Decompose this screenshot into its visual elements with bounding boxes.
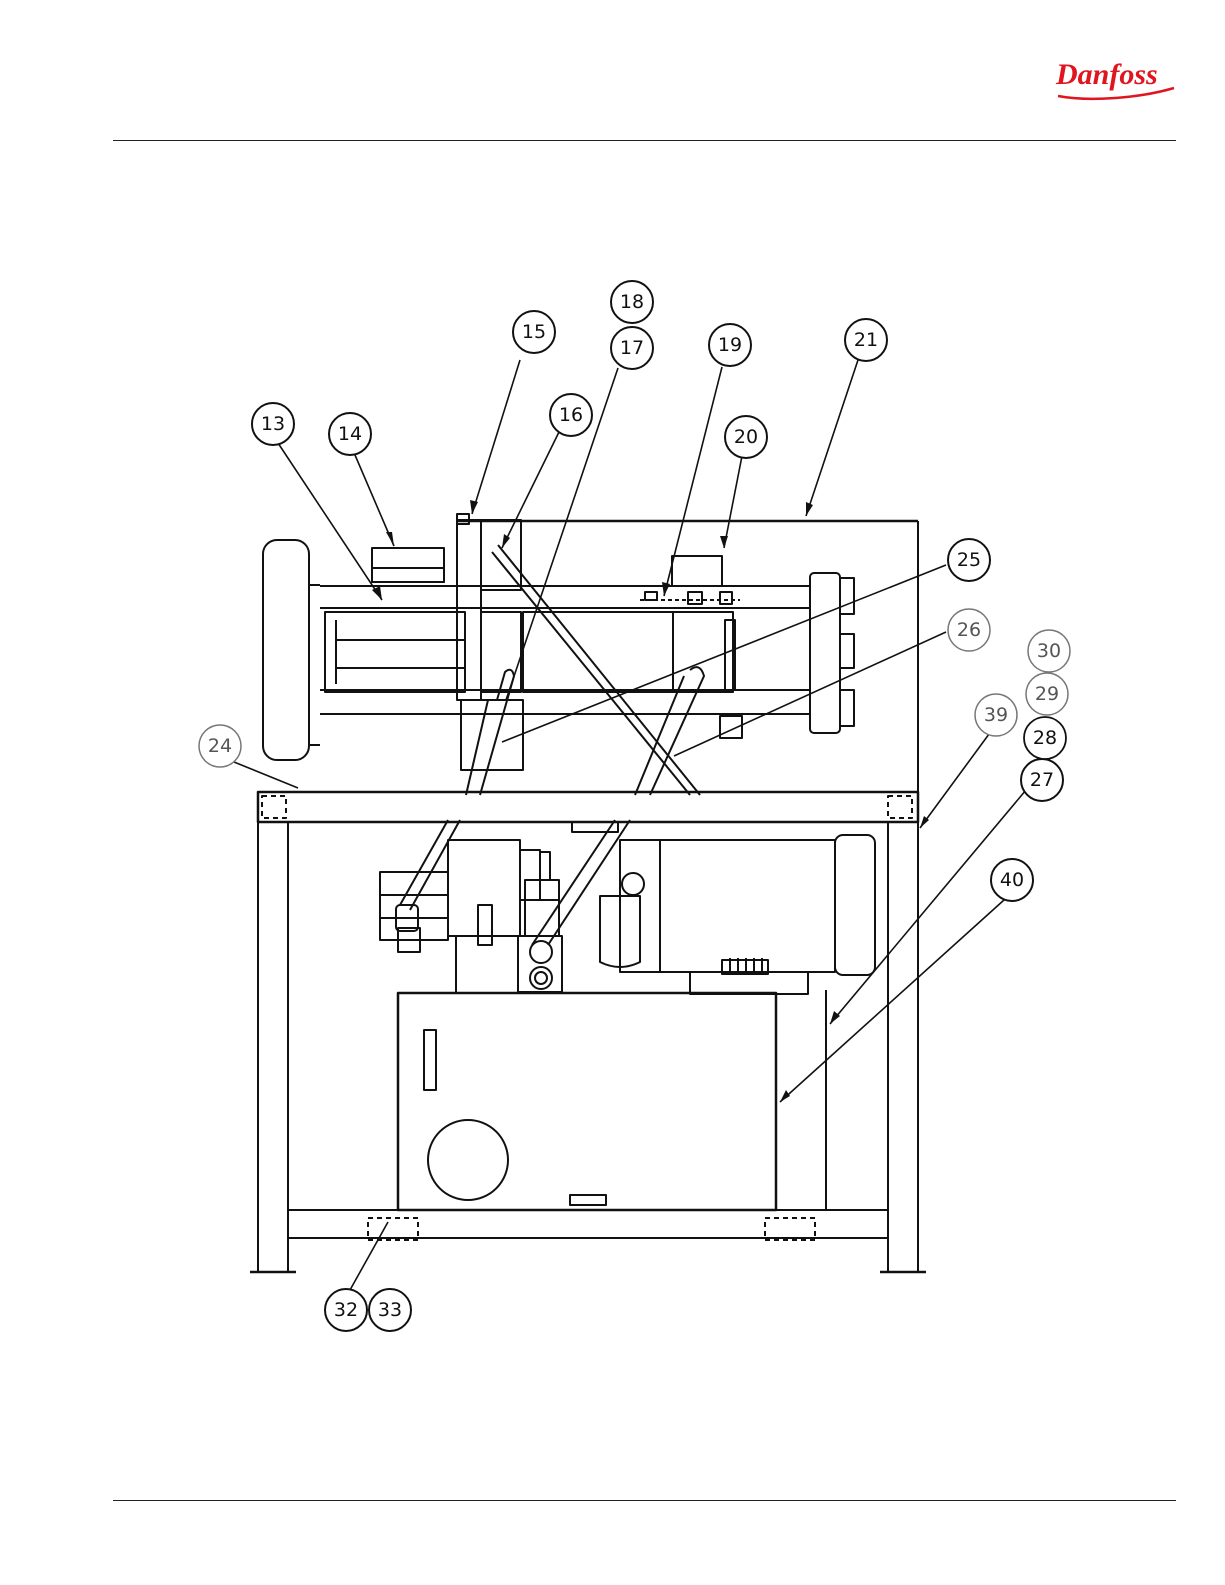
callout-17: 17: [611, 327, 653, 369]
svg-text:30: 30: [1037, 640, 1061, 662]
callout-18: 18: [611, 281, 653, 323]
callout-28: 28: [1024, 717, 1066, 759]
callout-15: 15: [513, 311, 555, 353]
svg-text:26: 26: [957, 619, 981, 641]
callout-30: 30: [1028, 630, 1070, 672]
svg-text:14: 14: [338, 423, 362, 445]
svg-text:24: 24: [208, 735, 232, 757]
svg-text:32: 32: [334, 1299, 358, 1321]
reservoir: [398, 993, 776, 1210]
callout-21: 21: [845, 319, 887, 361]
svg-text:13: 13: [261, 413, 285, 435]
hoses: [400, 545, 704, 945]
callout-14: 14: [329, 413, 371, 455]
callout-32: 32: [325, 1289, 367, 1331]
arrowheads: [372, 500, 929, 1102]
svg-text:15: 15: [522, 321, 546, 343]
svg-text:25: 25: [957, 549, 981, 571]
svg-text:27: 27: [1030, 769, 1054, 791]
svg-text:39: 39: [984, 704, 1008, 726]
svg-text:29: 29: [1035, 683, 1059, 705]
callout-16: 16: [550, 394, 592, 436]
frame: [250, 792, 926, 1272]
callout-25: 25: [948, 539, 990, 581]
callout-29: 29: [1026, 673, 1068, 715]
svg-text:21: 21: [854, 329, 878, 351]
svg-text:20: 20: [734, 426, 758, 448]
callout-24: 24: [199, 725, 241, 767]
callout-13: 13: [252, 403, 294, 445]
power-unit: [380, 822, 875, 994]
leader-lines: [234, 360, 1026, 1290]
callout-40: 40: [991, 859, 1033, 901]
svg-text:33: 33: [378, 1299, 402, 1321]
svg-text:16: 16: [559, 404, 583, 426]
callouts: 13 14 15 16 17 18: [199, 281, 1070, 1331]
cylinder-assembly: [263, 520, 854, 770]
callout-33: 33: [369, 1289, 411, 1331]
svg-text:40: 40: [1000, 869, 1024, 891]
callout-20: 20: [725, 416, 767, 458]
callout-26: 26: [948, 609, 990, 651]
svg-text:28: 28: [1033, 727, 1057, 749]
callout-19: 19: [709, 324, 751, 366]
callout-27: 27: [1021, 759, 1063, 801]
svg-text:19: 19: [718, 334, 742, 356]
callout-39: 39: [975, 694, 1017, 736]
svg-text:17: 17: [620, 337, 644, 359]
svg-text:18: 18: [620, 291, 644, 313]
